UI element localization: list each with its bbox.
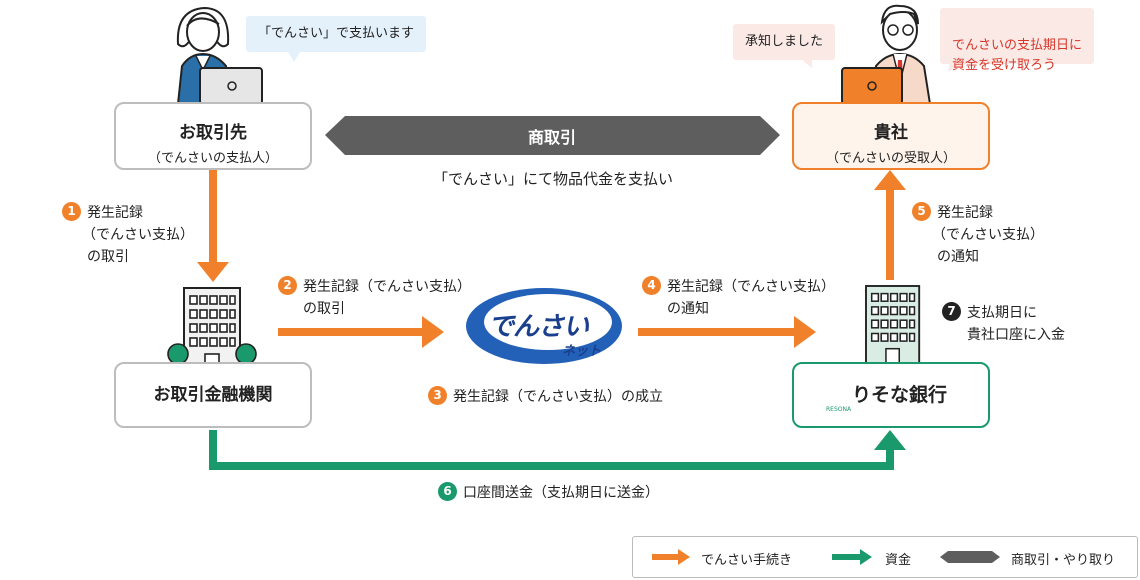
- trade-caption: 「でんさい」にて物品代金を支払い: [432, 170, 673, 188]
- step-1-line-2: （でんさい支払）: [82, 227, 194, 243]
- payee-note-bubble: でんさいの支払期日に 資金を受け取ろう: [940, 8, 1095, 73]
- step-1: 1 発生記録 （でんさい支払） の取引: [62, 202, 194, 268]
- payer-bubble-text: 「でんさい」で支払います: [258, 26, 415, 41]
- step-4-line-2: の通知: [667, 301, 709, 317]
- step-4-number: 4: [642, 276, 661, 295]
- step-5: 5 発生記録 （でんさい支払） の通知: [912, 202, 1044, 268]
- payer-subtitle: （でんさいの支払人）: [147, 151, 278, 166]
- trade-double-arrow: [325, 116, 780, 155]
- step-2: 2 発生記録（でんさい支払） の取引: [278, 276, 471, 320]
- payer-bank-label: お取引金融機関: [153, 385, 273, 405]
- step-4-line-1: 発生記録（でんさい支払）: [667, 279, 835, 295]
- step-5-number: 5: [912, 202, 931, 221]
- step-6-line-1: 口座間送金（支払期日に送金）: [463, 485, 659, 501]
- step-5-line-2: （でんさい支払）: [932, 227, 1044, 243]
- payer-bank-building-icon: [167, 287, 257, 373]
- payee-box: 貴社 （でんさいの受取人）: [792, 102, 990, 170]
- step-7-number: 7: [942, 302, 961, 321]
- densai-logo-sub: ネット: [562, 344, 602, 359]
- legend-procedure-label: でんさい手続き: [701, 553, 793, 568]
- payee-bank-building-icon: [865, 285, 921, 367]
- step-3: 3 発生記録（でんさい支払）の成立: [428, 386, 663, 408]
- payee-title: 貴社: [874, 123, 908, 143]
- step-3-line-1: 発生記録（でんさい支払）の成立: [453, 389, 663, 405]
- step-1-number: 1: [62, 202, 81, 221]
- step-2-line-1: 発生記録（でんさい支払）: [303, 279, 471, 295]
- payer-title: お取引先: [179, 123, 247, 143]
- legend-trade-label: 商取引・やり取り: [1011, 553, 1116, 568]
- densai-net-logo-icon: [466, 288, 622, 364]
- payee-note-text: でんさいの支払期日に 資金を受け取ろう: [952, 38, 1083, 73]
- payer-bank-box: お取引金融機関: [114, 362, 312, 428]
- step-6-number: 6: [438, 482, 457, 501]
- step-1-line-3: の取引: [87, 249, 129, 265]
- legend: でんさい手続き 資金 商取引・やり取り: [632, 536, 1138, 578]
- step-7: 7 支払期日に 貴社口座に入金: [942, 302, 1065, 346]
- arrow-step4: [638, 328, 796, 336]
- step-5-line-3: の通知: [937, 249, 979, 265]
- payee-person-icon: [841, 4, 932, 105]
- step-1-line-1: 発生記録: [87, 205, 143, 221]
- step-4: 4 発生記録（でんさい支払） の通知: [642, 276, 835, 320]
- step-5-line-1: 発生記録: [937, 205, 993, 221]
- payee-bank-logo-small: RESONA: [826, 406, 852, 413]
- arrow-step6-funds: [209, 430, 894, 470]
- payee-bank-box: りそな銀行 RESONA: [792, 362, 990, 428]
- step-6: 6 口座間送金（支払期日に送金）: [438, 482, 659, 504]
- arrow-step2: [278, 328, 424, 336]
- step-7-line-2: 貴社口座に入金: [967, 327, 1065, 343]
- payer-box: お取引先 （でんさいの支払人）: [114, 102, 312, 170]
- trade-arrow-label: 商取引: [527, 128, 576, 147]
- step-3-number: 3: [428, 386, 447, 405]
- payee-subtitle: （でんさいの受取人）: [825, 151, 956, 166]
- step-2-number: 2: [278, 276, 297, 295]
- payer-speech-bubble: 「でんさい」で支払います: [246, 16, 427, 52]
- arrow-step1: [209, 170, 217, 264]
- payee-ack-bubble: 承知しました: [733, 24, 836, 60]
- payee-bank-logo-text: りそな銀行: [852, 384, 948, 406]
- arrow-step5: [886, 188, 894, 280]
- payee-ack-text: 承知しました: [745, 34, 824, 49]
- step-7-line-1: 支払期日に: [967, 305, 1037, 321]
- step-2-line-2: の取引: [303, 301, 345, 317]
- legend-funds-label: 資金: [885, 553, 912, 568]
- payer-person-icon: [176, 6, 263, 105]
- densai-logo-main: でんさい: [488, 312, 589, 342]
